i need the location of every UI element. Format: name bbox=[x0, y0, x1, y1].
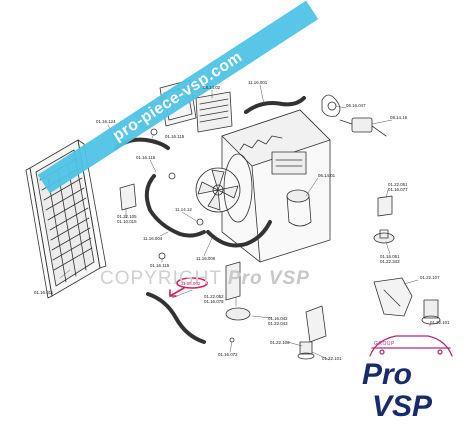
callout-01-22-105: 01.22.105 bbox=[117, 214, 137, 219]
callout-01-22-106: 01.22.106 bbox=[270, 340, 290, 345]
callout-01-16-078: 01.16.078 bbox=[204, 299, 224, 304]
fan-part bbox=[195, 153, 253, 223]
callout-01-16-124: 01.16.124 bbox=[96, 119, 116, 124]
logo-car-outline bbox=[369, 335, 453, 357]
top-hose-part bbox=[244, 96, 306, 114]
fuel-filter-part bbox=[339, 117, 387, 137]
copyright-brand: Pro VSP bbox=[227, 268, 310, 289]
callout-01-16-042: 01.16.042 bbox=[268, 316, 288, 321]
hose-11-16-004-part bbox=[144, 174, 206, 238]
callout-11-16-006: 11.16.006 bbox=[196, 256, 216, 261]
callout-01-22-101-right: 01.22.101 bbox=[430, 320, 450, 325]
callout-01-10-015: 01.10.015 bbox=[117, 219, 137, 224]
engine-mount-right-part bbox=[373, 195, 395, 244]
thermostat-clamp-part bbox=[321, 94, 341, 117]
callout-01-16-072: 01.16.072 bbox=[218, 352, 238, 357]
callout-11-14-12: 11.14.12 bbox=[175, 207, 192, 212]
callout-01-22-052: 01.22.052 bbox=[204, 294, 224, 299]
bracket-01-22-107-part bbox=[373, 277, 441, 325]
callout-01-22-107: 01.22.107 bbox=[420, 275, 440, 280]
hose-11-16-006-part bbox=[206, 220, 272, 248]
callout-01-22-343-right: 01.22.343 bbox=[380, 259, 400, 264]
bracket-01-22-105-part bbox=[119, 183, 137, 211]
callout-11-16-002-highlighted: 11.16.002 bbox=[181, 281, 201, 286]
callout-08-14-02: 08.14.02 bbox=[203, 85, 221, 90]
lower-hose-part bbox=[146, 292, 206, 344]
logo-group-label: GROUP bbox=[374, 341, 395, 347]
callout-01-22-051: 01.22.051 bbox=[388, 182, 408, 187]
callout-11-16-004: 11.16.004 bbox=[143, 236, 163, 241]
callout-08-14-16: 08.14.16 bbox=[390, 115, 408, 120]
callout-01-16-077: 01.16.077 bbox=[388, 187, 408, 192]
callout-01-16-115-mid: 01.16.115 bbox=[136, 155, 156, 160]
callout-01-16-115-top: 01.16.115 bbox=[165, 134, 185, 139]
callout-06-14-01: 06.14.01 bbox=[318, 173, 336, 178]
callout-01-22-101: 01.22.101 bbox=[322, 356, 342, 361]
copyright-watermark: COPYRIGHT Pro VSP bbox=[100, 268, 310, 290]
small-mount-part bbox=[229, 337, 315, 360]
engine-block-part bbox=[221, 109, 331, 263]
callout-06-16-047: 06.16.047 bbox=[346, 103, 366, 108]
lower-mount-part bbox=[225, 261, 251, 321]
callout-01-16-115-low: 01.16.115 bbox=[150, 263, 170, 268]
pro-vsp-logo: GROUP Pro VSP bbox=[352, 326, 464, 436]
logo-pro-word: Pro bbox=[362, 358, 413, 391]
copyright-word: COPYRIGHT bbox=[100, 268, 222, 289]
callout-11-16-001: 11.16.001 bbox=[248, 80, 268, 85]
oil-filter-part bbox=[286, 189, 312, 227]
callout-01-16-051: 01.16.051 bbox=[380, 254, 400, 259]
logo-vsp-word: VSP bbox=[372, 390, 433, 423]
highlight-ring bbox=[169, 277, 208, 297]
bracket-01-16-042-part bbox=[305, 305, 327, 343]
callout-01-22-043: 01.22.043 bbox=[268, 321, 288, 326]
callout-01-16-011: 01.16.011 bbox=[34, 290, 54, 295]
air-filter-part bbox=[195, 91, 233, 133]
